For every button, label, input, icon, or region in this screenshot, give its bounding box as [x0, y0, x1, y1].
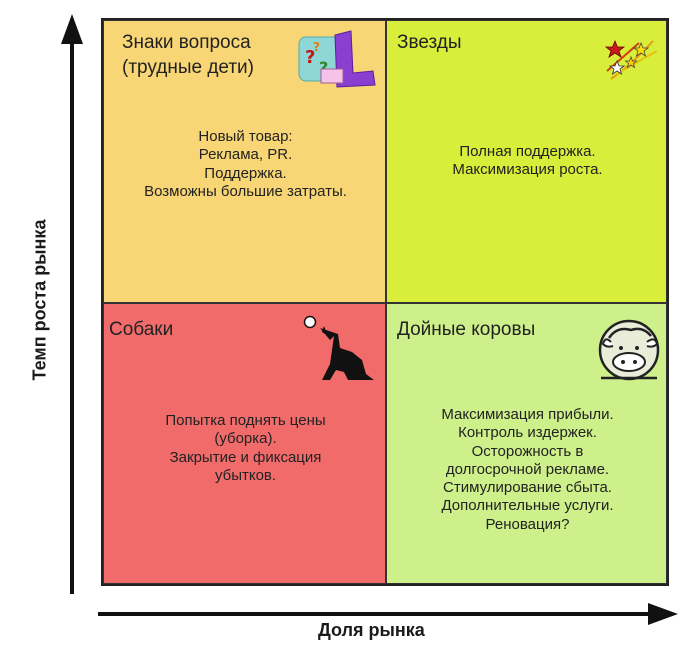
- stars-body-line: Полная поддержка.: [459, 143, 596, 160]
- y-axis-arrow-icon: [61, 14, 83, 44]
- svg-text:?: ?: [319, 58, 328, 77]
- x-axis-label: Доля рынка: [318, 620, 425, 640]
- question-marks-title-line: Знаки вопроса: [122, 32, 251, 53]
- dogs-body: Попытка поднять цены (уборка). Закрытие …: [104, 412, 387, 485]
- svg-text:?: ?: [305, 47, 315, 68]
- question-marks-title: Знаки вопроса (трудные дети): [122, 31, 254, 80]
- question-marks-body-line: Поддержка.: [204, 164, 287, 182]
- bcg-matrix: Знаки вопроса (трудные дети) ? ? ? Новый…: [101, 18, 669, 586]
- cash-cows-body-line: Осторожность в: [471, 442, 584, 460]
- quadrant-question-marks: Знаки вопроса (трудные дети) ? ? ? Новый…: [103, 20, 386, 303]
- question-marks-body-line: Реклама, PR.: [198, 146, 293, 164]
- stars-body-line: Максимизация роста.: [452, 161, 603, 179]
- svg-text:?: ?: [313, 40, 320, 54]
- cash-cows-body-line: долгосрочной рекламе.: [445, 460, 610, 478]
- cash-cows-body: Максимизация прибыли. Контроль издержек.…: [387, 406, 668, 534]
- dogs-title: Собаки: [109, 318, 173, 343]
- y-axis-label: Темп роста рынка: [29, 219, 50, 381]
- cash-cows-title-line: Дойные коровы: [397, 319, 536, 340]
- question-marks-body: Новый товар: Реклама, PR. Поддержка. Воз…: [104, 128, 387, 201]
- cash-cows-body-line: Стимулирование сбыта.: [443, 479, 612, 497]
- cash-cows-body-line: Дополнительные услуги.: [441, 497, 614, 515]
- stars-title: Звезды: [397, 31, 462, 56]
- dogs-body-line: Попытка поднять цены: [165, 412, 326, 429]
- dogs-body-line: Закрытие и фиксация: [169, 448, 322, 466]
- stars-title-line: Звезды: [397, 32, 462, 53]
- howling-dog-icon: [303, 315, 374, 380]
- cash-cows-title: Дойные коровы: [397, 318, 535, 343]
- stars-body: Полная поддержка. Максимизация роста.: [387, 143, 668, 180]
- question-marks-title-line: (трудные дети): [122, 56, 254, 78]
- quadrant-dogs: Собаки Попытка поднять цены (уборка). За…: [103, 303, 386, 584]
- quadrant-stars: Звезды Полная поддержка. Максимизация ро…: [386, 20, 667, 303]
- dogs-body-line: убытков.: [214, 466, 277, 484]
- cow-head-icon: [598, 319, 660, 381]
- question-marks-body-line: Новый товар:: [198, 128, 293, 145]
- question-mark-icon: ? ? ?: [298, 30, 376, 88]
- cash-cows-body-line: Максимизация прибыли.: [441, 406, 614, 423]
- cash-cows-body-line: Реновация?: [485, 515, 570, 533]
- question-marks-body-line: Возможны большие затраты.: [144, 182, 347, 200]
- x-axis-arrow-icon: [648, 603, 678, 625]
- cash-cows-body-line: Контроль издержек.: [458, 424, 597, 442]
- shooting-stars-icon: [604, 39, 658, 80]
- dogs-title-line: Собаки: [109, 319, 174, 340]
- dogs-body-line: (уборка).: [214, 430, 277, 448]
- quadrant-cash-cows: Дойные коровы Максимизация прибыли. Конт…: [386, 303, 667, 584]
